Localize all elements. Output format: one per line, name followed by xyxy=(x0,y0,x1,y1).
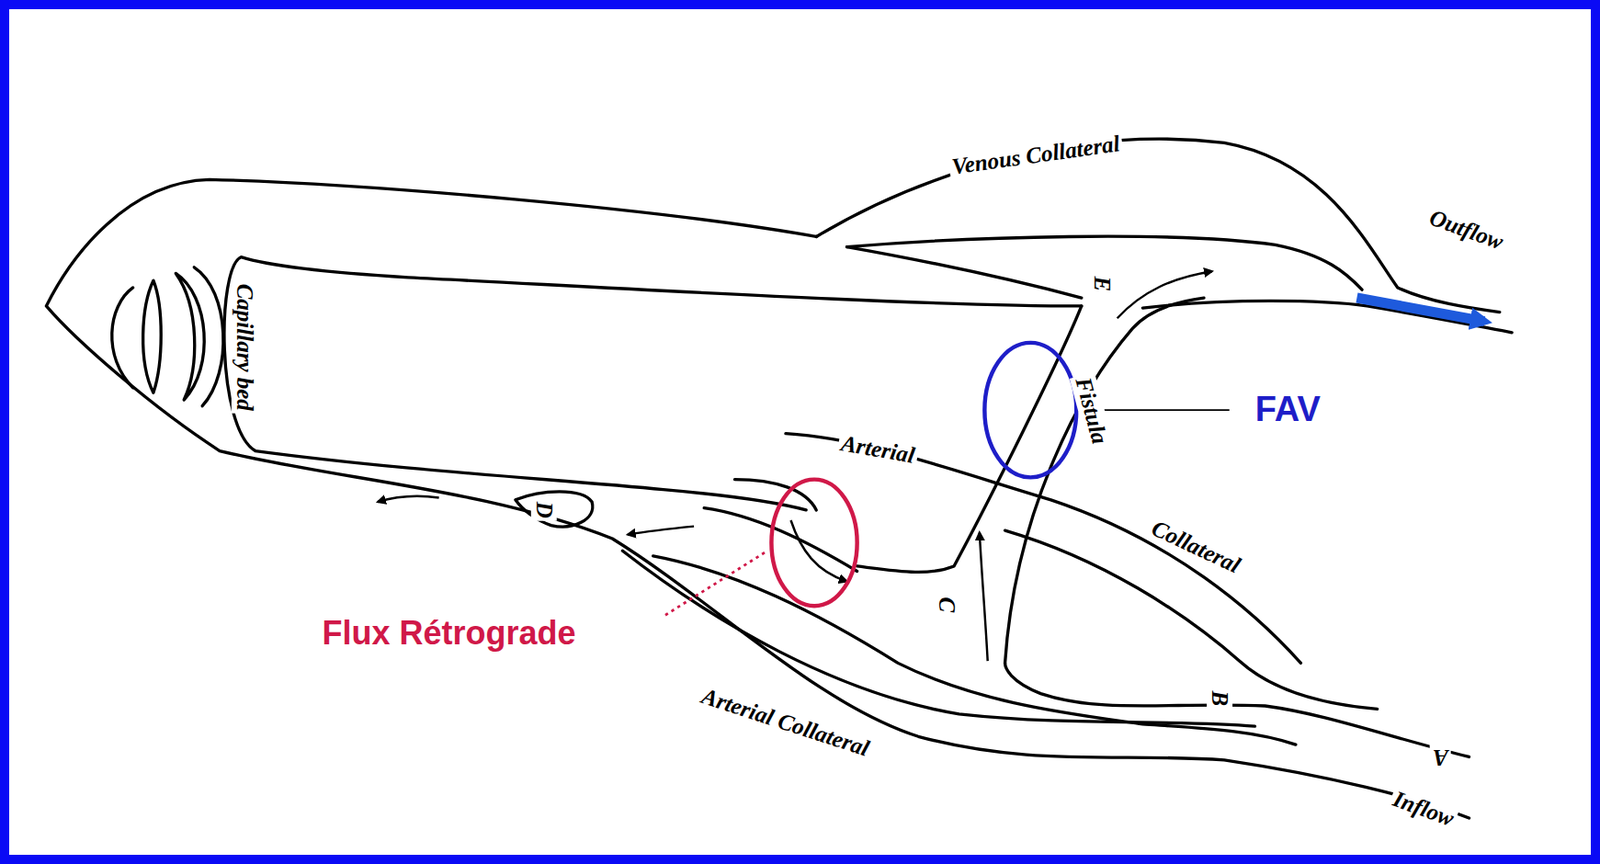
point-letter: A xyxy=(1429,744,1452,771)
vessel-label: Arterial Collateral xyxy=(696,682,876,763)
fav-label: FAV xyxy=(1252,390,1324,430)
retrograde-flow-label: Flux Rétrograde xyxy=(319,614,579,652)
point-letter: C xyxy=(934,593,961,615)
vessel-label: Inflow xyxy=(1386,784,1460,832)
point-letter: D xyxy=(531,499,557,522)
point-letter: B xyxy=(1206,687,1233,709)
vessel-label: Outflow xyxy=(1423,204,1510,256)
point-letter: E xyxy=(1089,272,1115,295)
vessel-label: Venous Collateral xyxy=(947,130,1124,181)
vessel-label: Arterial xyxy=(836,429,920,468)
vessel-label: Capillary bed xyxy=(232,280,259,413)
